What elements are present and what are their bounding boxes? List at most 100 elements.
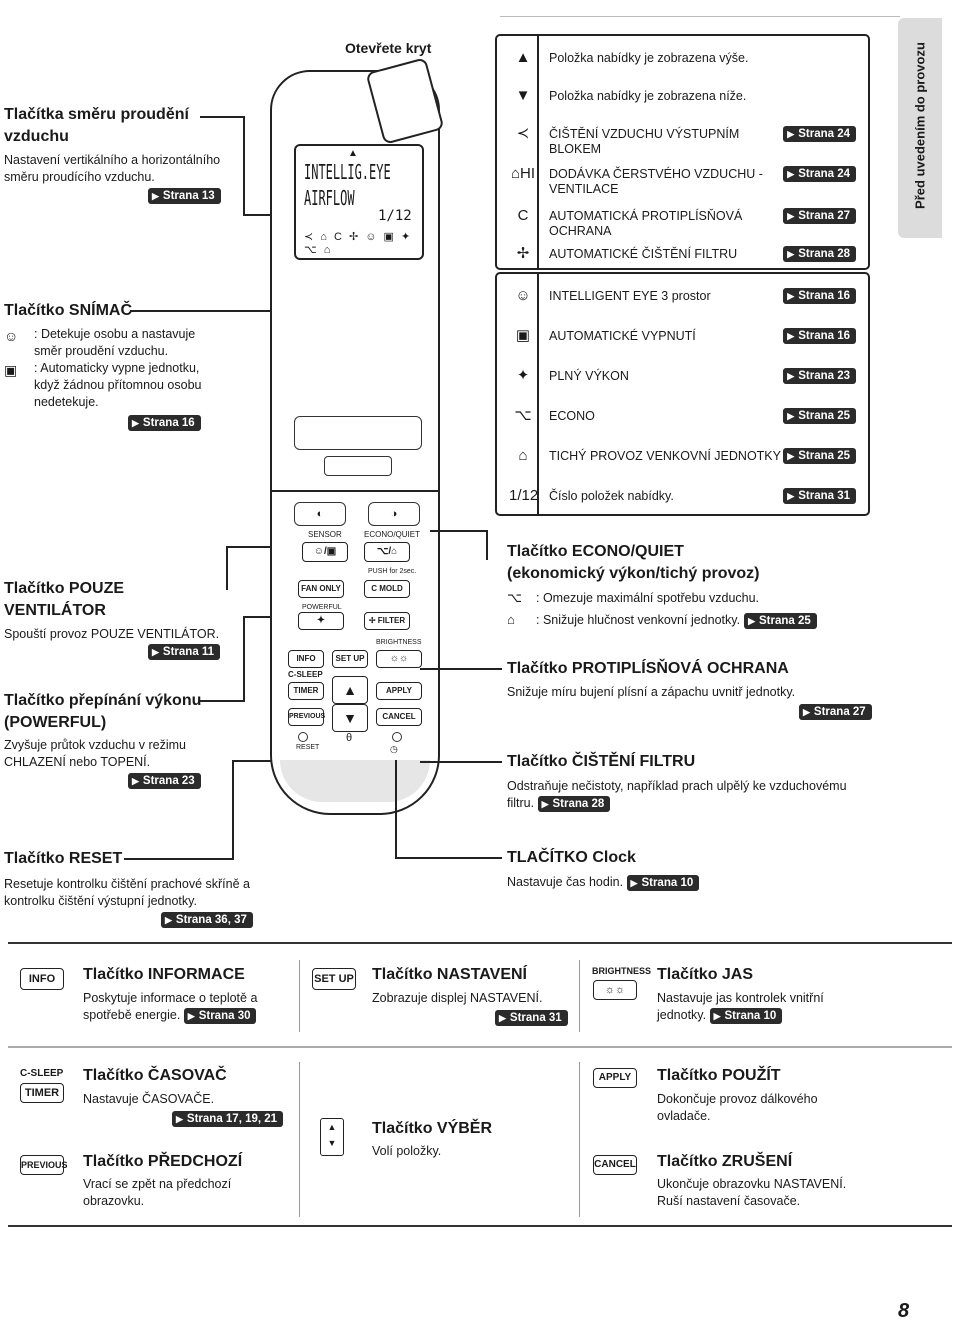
powerful-button[interactable]: ✦ bbox=[298, 612, 344, 630]
filter-title: Tlačítko ČIŠTĚNÍ FILTRU bbox=[507, 753, 696, 770]
menu-row: ▲Položka nabídky je zobrazena výše. bbox=[497, 40, 868, 76]
swing-horizontal-button[interactable]: ◑ bbox=[368, 502, 420, 526]
info-button[interactable]: INFO bbox=[288, 650, 324, 668]
remote-control: ▲ INTELLIG.EYE AIRFLOW 1/12 ≺ ⌂ C ✢ ☺ ▣ … bbox=[270, 57, 445, 815]
filter-desc: Odstraňuje nečistoty, například prach ul… bbox=[507, 778, 867, 812]
side-tab: Před uvedením do provozu bbox=[898, 18, 942, 238]
menu-row: ✢AUTOMATICKÉ ČIŠTĚNÍ FILTRUStrana 28 bbox=[497, 236, 868, 272]
leader bbox=[124, 858, 234, 860]
previous-button[interactable]: PREVIOUS bbox=[288, 708, 325, 726]
leader bbox=[226, 546, 286, 548]
menu-row-icon: ☺ bbox=[515, 287, 531, 304]
cancel-desc: Ukončuje obrazovku NASTAVENÍ. Ruší nasta… bbox=[657, 1177, 847, 1208]
down-button[interactable]: ▼ bbox=[332, 704, 368, 732]
display-window bbox=[294, 416, 422, 450]
push-label: PUSH for 2sec. bbox=[368, 568, 417, 575]
clock-icon: ◷ bbox=[390, 744, 398, 754]
menu-row-label: ČIŠTĚNÍ VZDUCHU VÝSTUPNÍM BLOKEM bbox=[549, 127, 740, 156]
menu-row-badge: Strana 25 bbox=[783, 448, 856, 464]
fan-only-badge: Strana 11 bbox=[148, 644, 221, 660]
leader bbox=[395, 760, 397, 859]
divider bbox=[537, 274, 539, 514]
menu-row-icon: 1/12 bbox=[509, 487, 539, 504]
econo-quiet-label: ECONO/QUIET bbox=[364, 530, 421, 539]
timer-key-icon: TIMER bbox=[20, 1083, 64, 1103]
brightness-key-label: BRIGHTNESS bbox=[592, 966, 652, 976]
menu-row-badge: Strana 24 bbox=[783, 166, 856, 182]
leader bbox=[243, 214, 288, 216]
brightness-title: Tlačítko JAS bbox=[657, 966, 754, 983]
menu-row: ☺ INTELLIGENT EYE 3 prostor Strana 16 bbox=[497, 278, 868, 314]
info-key-icon: INFO bbox=[20, 968, 64, 990]
cancel-button[interactable]: CANCEL bbox=[376, 708, 422, 726]
up-button[interactable]: ▲ bbox=[332, 676, 368, 704]
setup-badge: Strana 31 bbox=[495, 1010, 568, 1026]
menu-row: ≺ČIŠTĚNÍ VZDUCHU VÝSTUPNÍM BLOKEMStrana … bbox=[497, 116, 868, 156]
reset-title: Tlačítko RESET bbox=[4, 850, 123, 867]
timer-button[interactable]: TIMER bbox=[288, 682, 324, 700]
fan-only-button[interactable]: FAN ONLY bbox=[298, 580, 344, 598]
filter-button[interactable]: ✢ FILTER bbox=[364, 612, 410, 630]
menu-row: ⌥ ECONO Strana 25 bbox=[497, 398, 868, 434]
timer-desc: Nastavuje ČASOVAČE. bbox=[83, 1092, 215, 1106]
menu-row-label: AUTOMATICKÉ VYPNUTÍ bbox=[549, 329, 696, 343]
fan-only-desc: Spouští provoz POUZE VENTILÁTOR. bbox=[4, 627, 220, 641]
brightness-label: BRIGHTNESS bbox=[376, 639, 422, 646]
previous-key-icon: PREVIOUS bbox=[20, 1155, 68, 1175]
clock-desc: Nastavuje čas hodin. Strana 10 bbox=[507, 874, 700, 891]
open-cover-label: Otevřete kryt bbox=[345, 40, 432, 56]
sensor-title: Tlačítko SNÍMAČ bbox=[4, 302, 133, 319]
lcd-icons: ≺ ⌂ C ✢ ☺ ▣ ✦ ⌥ ⌂ bbox=[304, 231, 413, 256]
menu-row-icon: ⌂ bbox=[518, 447, 528, 464]
brightness-button[interactable]: ☼☼ bbox=[376, 650, 422, 668]
menu-row-badge: Strana 24 bbox=[783, 126, 856, 142]
menu-row-badge: Strana 27 bbox=[783, 208, 856, 224]
clock-button[interactable] bbox=[392, 732, 402, 742]
mold-button[interactable]: C MOLD bbox=[364, 580, 410, 598]
setup-key-icon: SET UP bbox=[312, 968, 356, 990]
menu-row-label: INTELLIGENT EYE 3 prostor bbox=[549, 289, 711, 303]
menu-row-badge: Strana 25 bbox=[783, 408, 856, 424]
menu-row-icon: ✦ bbox=[516, 367, 530, 384]
lcd-line2: AIRFLOW bbox=[304, 186, 355, 210]
menu-row-icon: ⌥ bbox=[514, 407, 532, 424]
menu-row-badge: Strana 16 bbox=[783, 288, 856, 304]
menu-row-label: DODÁVKA ČERSTVÉHO VZDUCHU - VENTILACE bbox=[549, 167, 763, 196]
apply-button[interactable]: APPLY bbox=[376, 682, 422, 700]
menu-row: ✦PLNÝ VÝKONStrana 23 bbox=[497, 358, 868, 394]
menu-row-icon: ▣ bbox=[515, 327, 531, 344]
clock-title: TLAČÍTKO Clock bbox=[507, 849, 636, 866]
setup-button[interactable]: SET UP bbox=[332, 650, 368, 668]
econo-quiet-button[interactable]: ⌥/⌂ bbox=[364, 542, 410, 562]
mold-title: Tlačítko PROTIPLÍSŇOVÁ OCHRANA bbox=[507, 660, 789, 677]
sensor-button[interactable]: ☺/▣ bbox=[302, 542, 348, 562]
select-desc: Volí položky. bbox=[372, 1144, 442, 1158]
menu-row-label: ECONO bbox=[549, 409, 595, 423]
menu-row-badge: Strana 31 bbox=[783, 488, 856, 504]
info-title: Tlačítko INFORMACE bbox=[83, 966, 245, 983]
hand-icon bbox=[365, 57, 445, 145]
menu-row-label: Položka nabídky je zobrazena níže. bbox=[549, 89, 747, 103]
bottom-end-rule bbox=[8, 1225, 952, 1227]
divider bbox=[537, 36, 539, 268]
bottom-top-rule bbox=[8, 942, 952, 944]
quiet-icon: ⌂ bbox=[507, 612, 515, 627]
airflow-desc: Nastavení vertikálního a horizontálního … bbox=[4, 153, 221, 184]
reset-button[interactable] bbox=[298, 732, 308, 742]
swing-vertical-button[interactable]: ◐ bbox=[294, 502, 346, 526]
auto-off-icon: ▣ bbox=[4, 362, 18, 378]
leader bbox=[395, 857, 502, 859]
menu-row-label: PLNÝ VÝKON bbox=[549, 369, 629, 383]
col-divider bbox=[579, 1062, 580, 1217]
display-window bbox=[324, 456, 392, 476]
top-rule bbox=[500, 16, 900, 17]
setup-desc: Zobrazuje displej NASTAVENÍ. bbox=[372, 991, 543, 1005]
select-key-icon: ▲▼ bbox=[320, 1118, 344, 1156]
leader bbox=[200, 116, 244, 118]
menu-row-icon: ▲ bbox=[515, 49, 531, 66]
col-divider bbox=[299, 960, 300, 1032]
reset-desc: Resetuje kontrolku čištění prachové skří… bbox=[4, 877, 250, 908]
eye-icon: ☺ bbox=[4, 328, 19, 344]
